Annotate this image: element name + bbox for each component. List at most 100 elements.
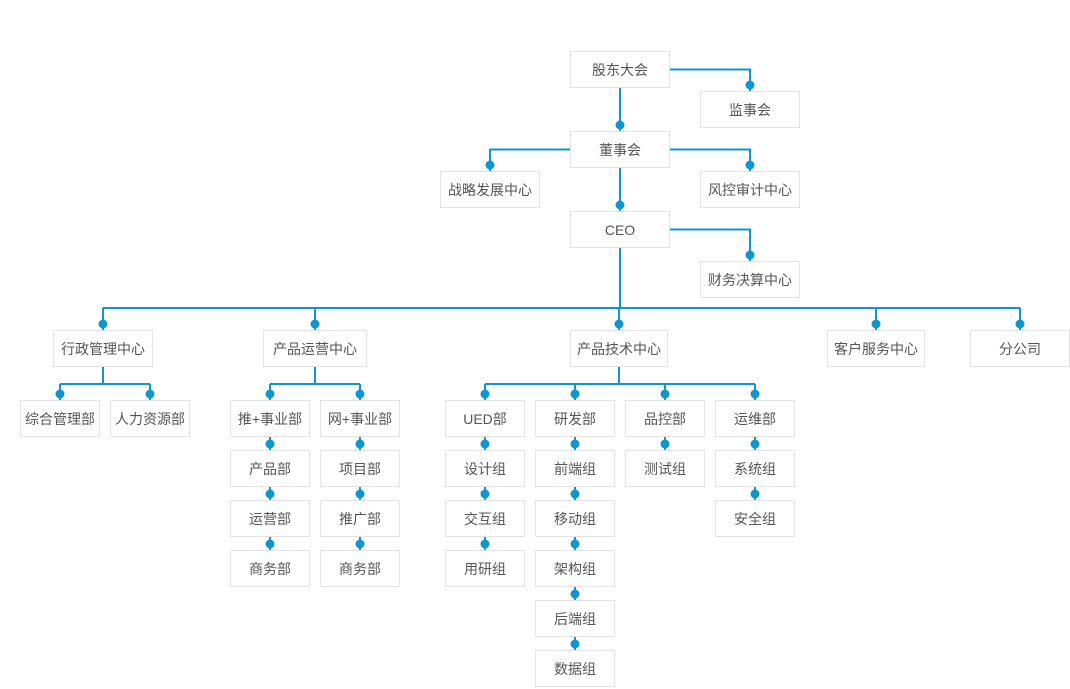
org-node-label: 运维部 [734, 410, 776, 427]
org-node-label: 网+事业部 [327, 410, 393, 427]
org-node-label: 前端组 [554, 460, 596, 477]
connector-dot [355, 489, 365, 499]
org-node-interaction-group: 交互组 [445, 500, 525, 537]
connector-dot [570, 539, 580, 549]
org-node-label: 推广部 [339, 510, 381, 527]
connector-dot [570, 639, 580, 649]
connector-dot [660, 389, 670, 399]
connector-dot [1015, 319, 1025, 329]
org-node-wang-division: 网+事业部 [320, 400, 400, 437]
org-node-label: 品控部 [644, 410, 686, 427]
org-node-design-group: 设计组 [445, 450, 525, 487]
org-node-user-research-group: 用研组 [445, 550, 525, 587]
org-node-supervisory-board: 监事会 [700, 91, 800, 128]
org-node-risk-audit-center: 风控审计中心 [700, 171, 800, 208]
connector-dot [615, 200, 625, 210]
connector-line [670, 148, 751, 171]
org-node-ceo: CEO [570, 211, 670, 248]
org-node-label: 架构组 [554, 560, 596, 577]
connector-line [670, 228, 751, 261]
connector-line [670, 68, 751, 91]
connector-dot [265, 489, 275, 499]
connector-dot [750, 439, 760, 449]
connector-dot [265, 539, 275, 549]
connector-dot [480, 439, 490, 449]
org-node-label: 数据组 [554, 660, 596, 677]
org-node-product-dept: 产品部 [230, 450, 310, 487]
org-node-data-group: 数据组 [535, 650, 615, 687]
org-node-board-of-directors: 董事会 [570, 131, 670, 168]
org-node-qc-dept: 品控部 [625, 400, 705, 437]
org-node-label: 行政管理中心 [61, 340, 145, 357]
org-node-label: 设计组 [464, 460, 506, 477]
connector-dot [55, 389, 65, 399]
org-node-label: 人力资源部 [115, 410, 185, 427]
org-node-label: 产品运营中心 [273, 340, 357, 357]
connector-dot [750, 489, 760, 499]
org-node-tui-division: 推+事业部 [230, 400, 310, 437]
connector-dot [745, 160, 755, 170]
org-node-product-ops-center: 产品运营中心 [263, 330, 367, 367]
org-node-om-dept: 运维部 [715, 400, 795, 437]
org-node-promotion-dept: 推广部 [320, 500, 400, 537]
connector-dot [355, 439, 365, 449]
org-node-label: 风控审计中心 [708, 181, 792, 198]
org-node-branch-company: 分公司 [970, 330, 1070, 367]
org-node-label: 项目部 [339, 460, 381, 477]
org-node-label: 运营部 [249, 510, 291, 527]
org-node-label: 监事会 [729, 101, 771, 118]
connector-dot [480, 489, 490, 499]
org-node-rd-dept: 研发部 [535, 400, 615, 437]
org-node-architecture-group: 架构组 [535, 550, 615, 587]
org-node-label: 董事会 [599, 141, 641, 158]
org-node-label: 用研组 [464, 560, 506, 577]
connector-dot [265, 389, 275, 399]
org-node-frontend-group: 前端组 [535, 450, 615, 487]
connector-dot [570, 439, 580, 449]
org-node-label: 测试组 [644, 460, 686, 477]
org-node-label: 财务决算中心 [708, 271, 792, 288]
org-node-label: 综合管理部 [25, 410, 95, 427]
org-node-security-group: 安全组 [715, 500, 795, 537]
org-node-mobile-group: 移动组 [535, 500, 615, 537]
org-node-label: CEO [604, 221, 636, 238]
org-node-business-dept-2: 商务部 [320, 550, 400, 587]
org-node-business-dept-1: 商务部 [230, 550, 310, 587]
org-node-backend-group: 后端组 [535, 600, 615, 637]
org-node-hr-dept: 人力资源部 [110, 400, 190, 437]
org-node-product-tech-center: 产品技术中心 [570, 330, 668, 367]
org-node-label: 股东大会 [592, 61, 648, 78]
org-node-label: 研发部 [554, 410, 596, 427]
connector-dot [310, 319, 320, 329]
org-node-finance-center: 财务决算中心 [700, 261, 800, 298]
connector-dot [480, 539, 490, 549]
connector-dot [570, 589, 580, 599]
org-node-general-admin-dept: 综合管理部 [20, 400, 100, 437]
org-node-label: 产品技术中心 [577, 340, 661, 357]
connector-dot [660, 439, 670, 449]
connector-dot [745, 80, 755, 90]
org-node-label: 移动组 [554, 510, 596, 527]
connector-dot [745, 250, 755, 260]
connector-line [489, 148, 570, 171]
org-node-label: UED部 [463, 410, 507, 427]
connector-dot [265, 439, 275, 449]
connector-dot [355, 389, 365, 399]
connector-dot [480, 389, 490, 399]
connector-dot [570, 389, 580, 399]
org-node-ued-dept: UED部 [445, 400, 525, 437]
connector-dot [871, 319, 881, 329]
connector-dot [145, 389, 155, 399]
connector-dot [570, 489, 580, 499]
org-node-label: 交互组 [464, 510, 506, 527]
org-node-label: 分公司 [999, 340, 1041, 357]
org-node-label: 产品部 [249, 460, 291, 477]
org-node-label: 商务部 [249, 560, 291, 577]
connector-dot [750, 389, 760, 399]
org-node-label: 战略发展中心 [448, 181, 532, 198]
org-node-label: 客户服务中心 [834, 340, 918, 357]
org-node-admin-center: 行政管理中心 [53, 330, 153, 367]
org-node-strategy-center: 战略发展中心 [440, 171, 540, 208]
connector-dot [485, 160, 495, 170]
